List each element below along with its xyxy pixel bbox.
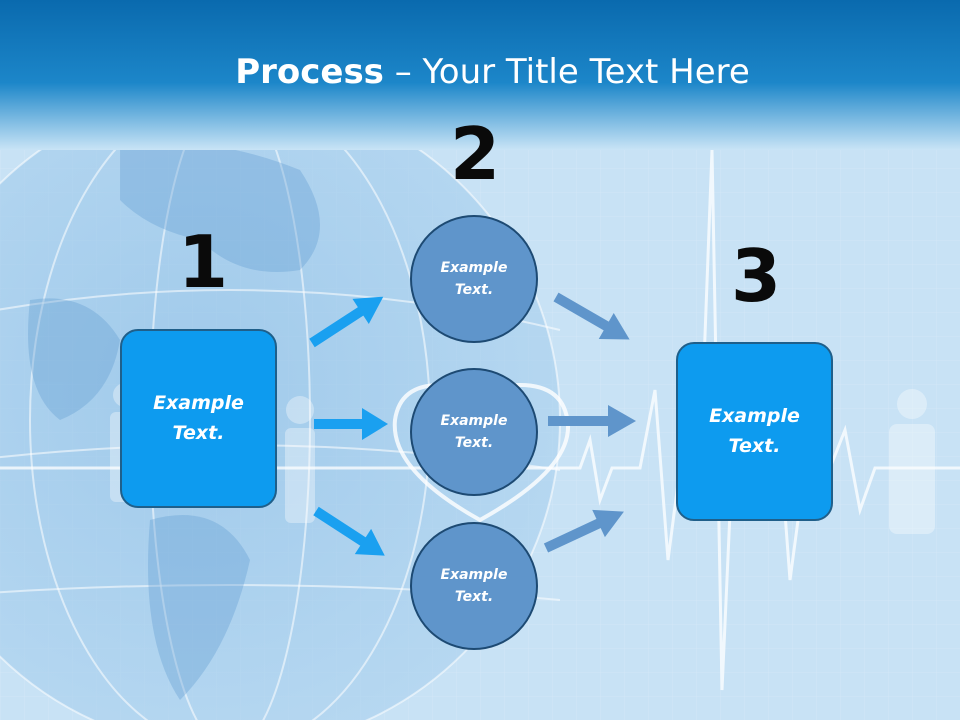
circle-top-text: Example Text. <box>440 259 508 298</box>
slide-title: Process – Your Title Text Here <box>0 52 960 92</box>
right-box-text: Example Text. <box>709 405 800 457</box>
circle-bottom-text: Example Text. <box>440 566 508 605</box>
process-circle-middle[interactable]: Example Text. <box>410 368 538 496</box>
step-number-3: 3 <box>731 234 782 318</box>
left-process-box[interactable]: Example Text. <box>120 329 277 508</box>
right-process-box[interactable]: Example Text. <box>676 342 833 521</box>
process-circle-top[interactable]: Example Text. <box>410 215 538 343</box>
title-bold: Process <box>235 52 384 92</box>
arrow-from-middle <box>548 405 636 437</box>
title-rest: – Your Title Text Here <box>383 52 750 92</box>
circle-middle-text: Example Text. <box>440 412 508 451</box>
step-number-1: 1 <box>178 220 229 304</box>
arrow-to-top <box>309 296 384 348</box>
left-box-text: Example Text. <box>153 392 244 444</box>
step-number-2: 2 <box>450 112 501 196</box>
arrow-to-middle <box>314 408 388 440</box>
arrow-from-bottom <box>543 509 624 553</box>
arrow-from-top <box>553 292 630 340</box>
process-circle-bottom[interactable]: Example Text. <box>410 522 538 650</box>
arrow-to-bottom <box>313 506 385 556</box>
